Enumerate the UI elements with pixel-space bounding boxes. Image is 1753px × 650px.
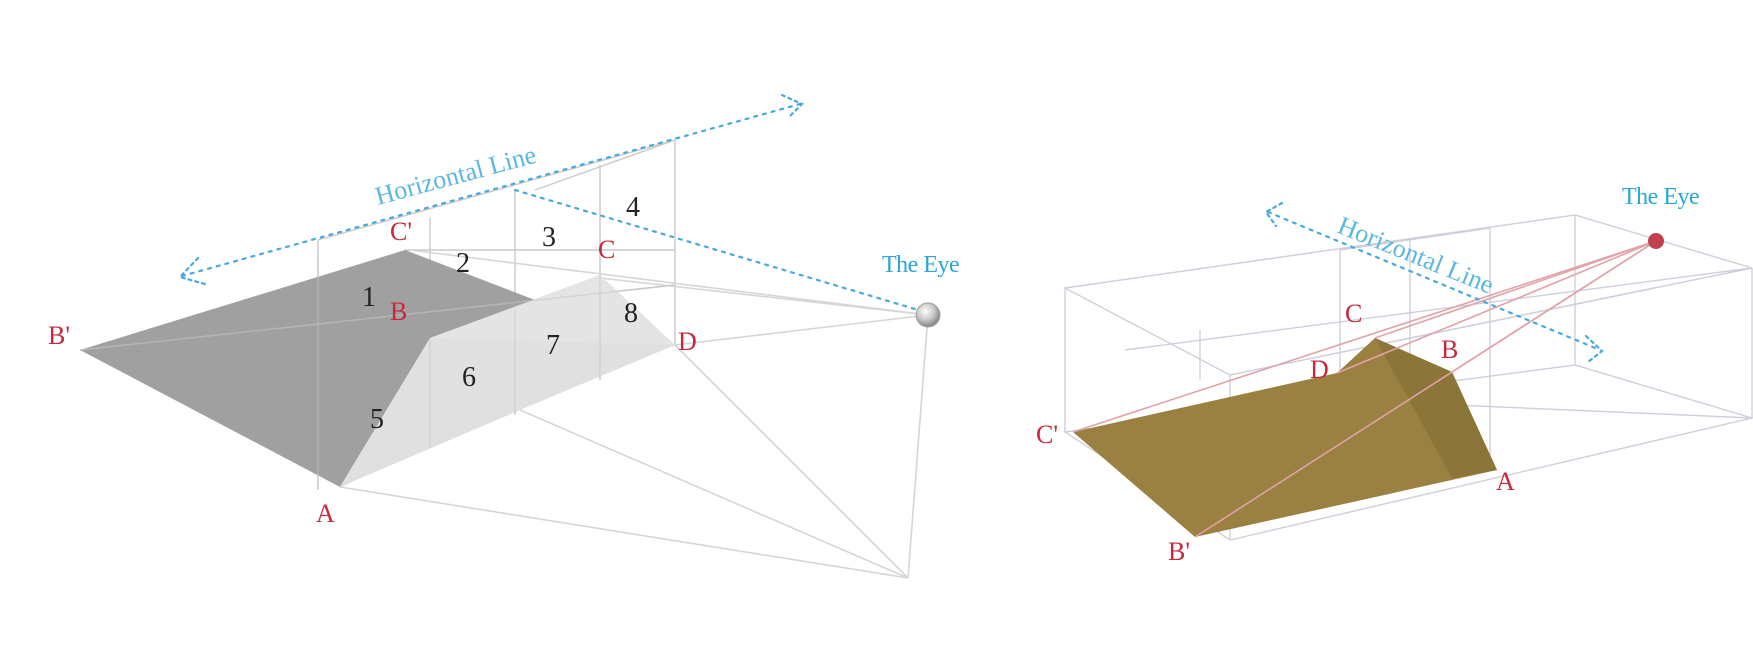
left-diagram: Horizontal Line The Eye C' C B B' D A 1 … [48, 93, 960, 579]
left-eye-marker [915, 302, 941, 328]
left-label-a: A [316, 499, 335, 528]
right-horizontal-line-label: Horizontal Line [1334, 211, 1498, 300]
left-horizontal-line [177, 93, 927, 314]
left-label-c: C [598, 235, 615, 264]
left-region-8: 8 [624, 298, 638, 329]
right-eye-label: The Eye [1622, 184, 1699, 210]
left-label-c-prime: C' [390, 217, 412, 246]
left-region-5: 5 [370, 404, 384, 435]
left-horizontal-line-label: Horizontal Line [372, 140, 539, 211]
right-label-c: C [1345, 299, 1362, 328]
right-olive-face [1073, 338, 1497, 537]
right-eye-marker [1648, 233, 1664, 249]
right-rays [1072, 240, 1657, 538]
left-light-top [430, 275, 675, 345]
right-horizontal-line [1264, 201, 1604, 364]
left-region-7: 7 [546, 330, 560, 361]
left-region-1: 1 [362, 282, 376, 313]
left-region-6: 6 [462, 362, 476, 393]
right-label-a: A [1496, 467, 1515, 496]
left-region-4: 4 [626, 192, 640, 223]
left-eye-label: The Eye [882, 252, 959, 278]
left-label-b-prime: B' [48, 321, 70, 350]
left-overlay-lines [79, 250, 676, 490]
left-region-2: 2 [456, 248, 470, 279]
left-dark-face [80, 250, 535, 487]
right-label-b: B [1441, 335, 1458, 364]
left-region-3: 3 [542, 222, 556, 253]
left-label-d: D [678, 327, 697, 356]
right-diagram: Horizontal Line The Eye C D B C' A B' [1036, 184, 1753, 566]
right-label-d: D [1310, 355, 1329, 384]
left-label-b: B [390, 297, 407, 326]
right-label-c-prime: C' [1036, 420, 1058, 449]
right-label-b-prime: B' [1168, 537, 1190, 566]
right-olive-side [1375, 338, 1497, 478]
